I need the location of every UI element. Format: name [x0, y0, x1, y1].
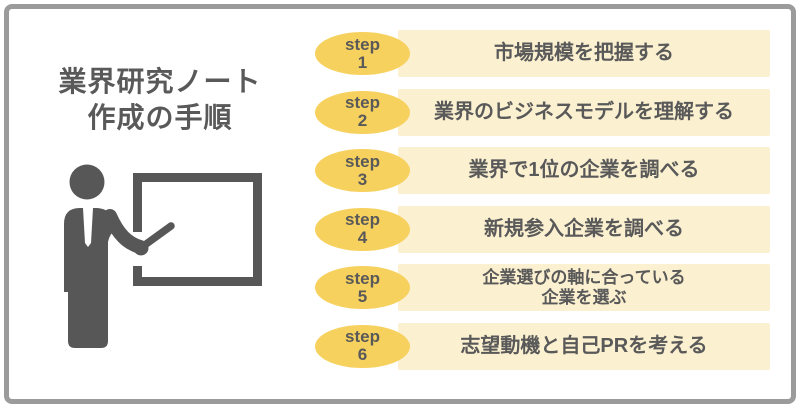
step-text-line1: 新規参入企業を調べる — [484, 217, 684, 240]
step-row-1: 市場規模を把握する step 1 — [315, 30, 770, 77]
step-badge: step 1 — [315, 32, 410, 75]
page-title: 業界研究ノート 作成の手順 — [10, 64, 310, 137]
step-text-line1: 志望動機と自己PRを考える — [460, 334, 708, 357]
step-badge: step 3 — [315, 149, 410, 192]
step-text-line1: 業界のビジネスモデルを理解する — [434, 100, 734, 123]
step-badge-number: 5 — [357, 286, 368, 306]
step-row-6: 志望動機と自己PRを考える step 6 — [315, 322, 770, 370]
page-title-line2: 作成の手順 — [87, 102, 233, 134]
step-badge-label: step — [345, 268, 380, 288]
step-badge-number: 1 — [357, 52, 368, 72]
page-title-line1: 業界研究ノート — [58, 66, 262, 97]
step-text-line1: 市場規模を把握する — [494, 42, 674, 64]
step-text: 業界のビジネスモデルを理解する — [398, 88, 770, 136]
step-badge: step 4 — [315, 207, 410, 251]
step-row-4: 新規参入企業を調べる step 4 — [315, 205, 770, 253]
step-badge-label: step — [345, 210, 380, 230]
step-badge: step 5 — [315, 266, 410, 309]
step-text: 業界で1位の企業を調べる — [398, 147, 770, 194]
step-badge-number: 2 — [357, 111, 368, 130]
step-badge-number: 6 — [357, 345, 368, 364]
step-badge-label: step — [345, 327, 380, 347]
step-badge-label: step — [345, 151, 380, 171]
step-badge-number: 3 — [357, 169, 368, 189]
step-text-line2: 企業を選ぶ — [541, 287, 627, 307]
step-text-line1: 企業選びの軸に合っている — [482, 267, 686, 287]
step-badge: step 6 — [315, 324, 410, 368]
step-badge-number: 4 — [357, 228, 368, 247]
step-row-5: 企業選びの軸に合っている 企業を選ぶ step 5 — [315, 264, 770, 311]
step-badge-label: step — [345, 34, 380, 54]
presenter-whiteboard-icon — [40, 150, 300, 370]
step-text: 新規参入企業を調べる — [398, 205, 770, 253]
step-text-line1: 業界で1位の企業を調べる — [468, 159, 700, 181]
step-row-3: 業界で1位の企業を調べる step 3 — [315, 147, 770, 194]
steps-list: 市場規模を把握する step 1 業界のビジネスモデルを理解する step 2 … — [315, 30, 770, 370]
step-text: 市場規模を把握する — [398, 30, 770, 77]
step-badge-label: step — [345, 93, 380, 113]
step-text: 企業選びの軸に合っている 企業を選ぶ — [398, 264, 770, 311]
step-text: 志望動機と自己PRを考える — [398, 322, 770, 370]
step-badge: step 2 — [315, 90, 410, 134]
step-row-2: 業界のビジネスモデルを理解する step 2 — [315, 88, 770, 136]
